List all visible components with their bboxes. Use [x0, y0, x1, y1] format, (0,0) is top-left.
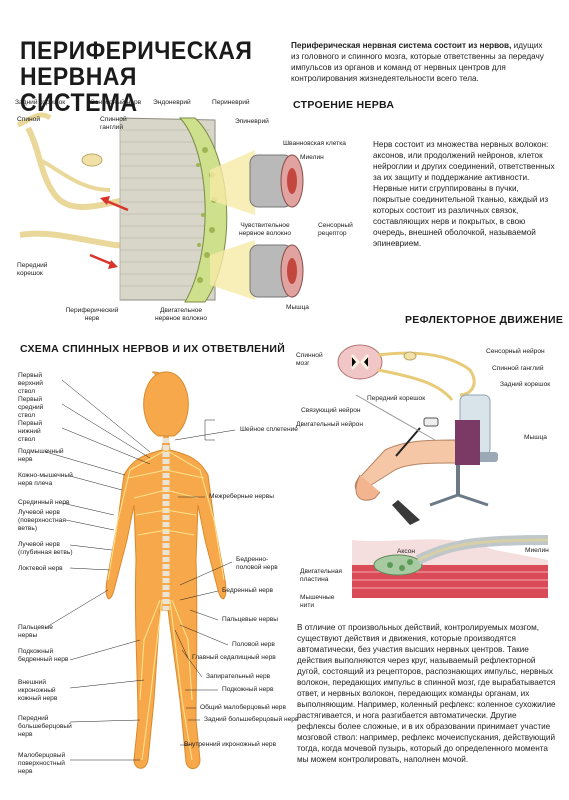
label-motor-neuron: Двигательный нейрон [296, 421, 363, 428]
label-epineurium: Эпиневрий [235, 118, 269, 125]
spinal-scheme-heading: СХЕМА СПИННЫХ НЕРВОВ И ИХ ОТВЕТВЛЕНИЙ [20, 343, 286, 355]
label-motor-fiber: Двигательное нервное волокно [154, 307, 208, 322]
label-perineurium: Периневрий [212, 99, 250, 106]
left-label-12: Передний большеберцовый нерв [18, 715, 72, 738]
intro-bold: Периферическая нервная система состоит и… [291, 41, 512, 50]
left-label-1: Первый средний ствол [18, 396, 44, 419]
left-label-13: Малоберцовый поверхностный нерв [18, 752, 66, 775]
label-connecting-neuron: Связующий нейрон [301, 407, 361, 414]
left-label-0: Первый верхний ствол [18, 372, 43, 395]
label-peripheral-nerve: Периферический нерв [65, 307, 119, 322]
reflex-illustration [337, 344, 549, 598]
right-label-4: Пальцевые нервы [222, 616, 279, 623]
right-label-3: Бедренный нерв [222, 587, 274, 594]
left-label-5: Срединный нерв [18, 499, 70, 506]
reflex-paragraph: В отличие от произвольных действий, конт… [297, 623, 556, 764]
intro-text: Периферическая нервная система состоит и… [291, 40, 553, 84]
label-sensory-neuron: Сенсорный нейрон [486, 348, 545, 355]
label-sensitive-fiber: Чувствительное нервное волокно [238, 222, 292, 237]
label-muscle: Мышца [286, 304, 309, 311]
left-label-9: Пальцевые нервы [18, 624, 53, 639]
right-label-1: Межреберные нервы [209, 493, 274, 500]
right-label-7: Запирательный нерв [206, 673, 271, 680]
body-illustration [44, 371, 236, 769]
label-anterior-root: Передний корешок [17, 262, 48, 277]
right-label-8: Подкожный нерв [222, 686, 274, 693]
label-sensory-nerve: Сенсорный нерв [90, 99, 142, 106]
nerve-structure-illustration [16, 112, 304, 303]
label-axon: Аксон [397, 548, 416, 555]
right-label-0: Шейное сплетение [240, 426, 298, 433]
label-sensory-receptor: Сенсорный рецептор [318, 222, 353, 237]
intro-body: идущих из головного и спинного мозга, ко… [291, 41, 544, 83]
label-reflex-posterior-root: Задний корешок [500, 381, 551, 388]
left-label-8: Локтевой нерв [18, 565, 63, 572]
left-label-11: Внешний икроножный кожный нерв [18, 679, 58, 702]
right-label-2: Бедренно-половой нерв [236, 556, 278, 571]
nerve-structure-paragraph: Нерв состоит из множества нервных волоко… [373, 140, 555, 248]
label-muscle-fibers: Мышечные нити [300, 594, 335, 609]
left-label-7: Лучевой нерв (глубинная ветвь) [18, 541, 73, 556]
left-label-3: Подмышечный нерв [18, 448, 64, 463]
label-reflex-spinal-ganglion: Спинной ганглий [492, 365, 544, 372]
left-label-10: Подкожный бедренный нерв [18, 648, 69, 663]
label-spinal-brain: Спинной мозг [296, 352, 323, 367]
label-reflex-myelin: Миелин [525, 547, 549, 554]
reflex-heading: РЕФЛЕКТОРНОЕ ДВИЖЕНИЕ [405, 314, 564, 326]
right-label-11: Внутренний икроножный нерв [184, 741, 277, 748]
label-reflex-anterior-root: Передний корешок [367, 395, 426, 402]
label-schwann-cell: Шванновская клетка [283, 140, 346, 147]
label-posterior-root: Задний корешок [15, 99, 66, 106]
left-label-4: Кожно-мышечный нерв плеча [18, 472, 73, 487]
right-label-5: Половой нерв [232, 641, 275, 648]
label-spinal-ganglion: Спинной ганглий [100, 116, 127, 131]
right-label-6: Главный седалищный нерв [192, 654, 276, 661]
left-label-2: Первый нижний ствол [18, 420, 42, 443]
page-title: ПЕРИФЕРИЧЕСКАЯ НЕРВНАЯ СИСТЕМА [20, 37, 253, 117]
label-spinal: Спиной [17, 116, 41, 123]
right-label-9: Общий малоберцовый нерв [200, 704, 286, 711]
right-label-10: Задний большеберцовый нерв [204, 716, 299, 723]
label-endoneurium: Эндоневрий [153, 99, 191, 106]
nerve-structure-heading: СТРОЕНИЕ НЕРВА [293, 99, 395, 111]
label-motor-plate: Двигательная пластина [300, 568, 342, 583]
label-reflex-muscle: Мышца [524, 434, 547, 441]
label-myelin: Миелин [300, 154, 324, 161]
left-label-6: Лучевой нерв (поверхностная ветвь) [18, 509, 66, 532]
